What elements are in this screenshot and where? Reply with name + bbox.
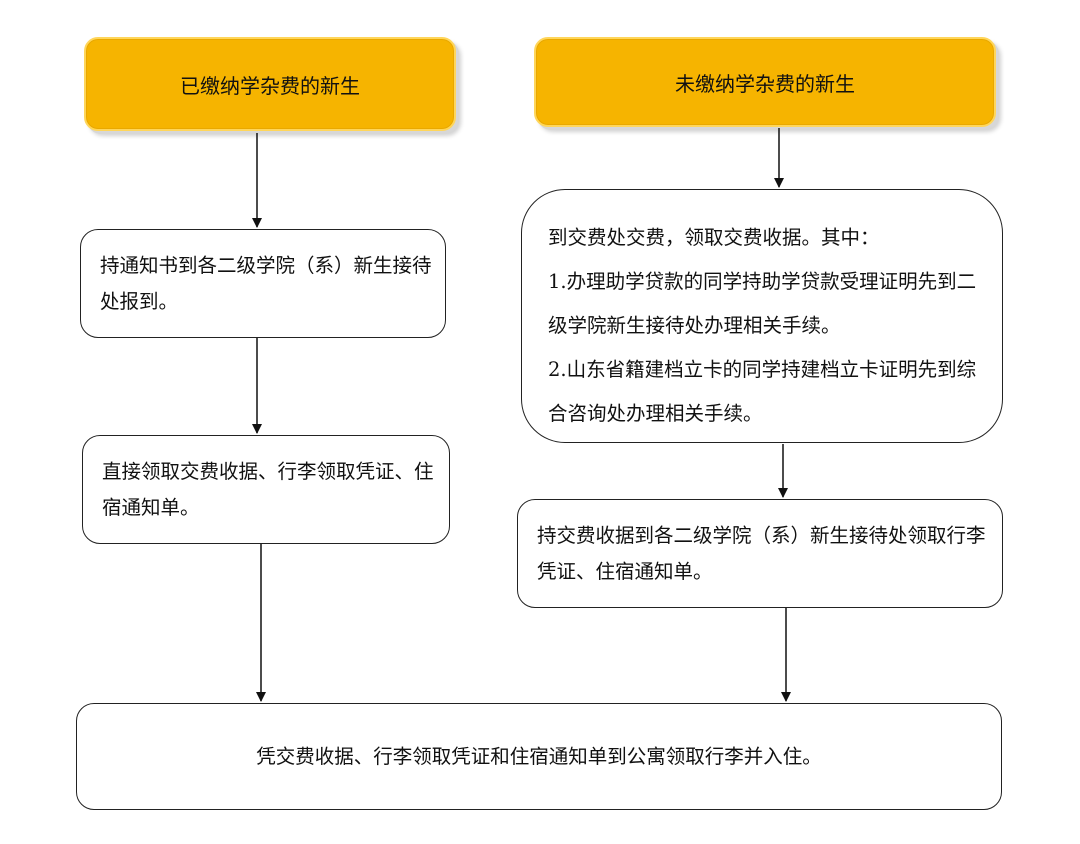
header-paid-label: 已缴纳学杂费的新生	[180, 73, 360, 98]
final-step-box: 凭交费收据、行李领取凭证和住宿通知单到公寓领取行李并入住。	[76, 703, 1002, 810]
left-step-1-text: 持通知书到各二级学院（系）新生接待处报到。	[100, 254, 432, 313]
right-step-1-line-1: 到交费处交费，领取交费收据。其中：	[548, 226, 880, 249]
right-step-1-box: 到交费处交费，领取交费收据。其中： 1.办理助学贷款的同学持助学贷款受理证明先到…	[521, 189, 1003, 443]
right-step-1-line-3: 2.山东省籍建档立卡的同学持建档立卡证明先到综合咨询处办理相关手续。	[548, 358, 977, 425]
right-step-2-text: 持交费收据到各二级学院（系）新生接待处领取行李凭证、住宿通知单。	[537, 524, 986, 583]
final-step-text: 凭交费收据、行李领取凭证和住宿通知单到公寓领取行李并入住。	[256, 744, 822, 768]
right-step-1-line-2: 1.办理助学贷款的同学持助学贷款受理证明先到二级学院新生接待处办理相关手续。	[548, 270, 977, 337]
left-step-2-text: 直接领取交费收据、行李领取凭证、住宿通知单。	[102, 460, 434, 519]
left-step-1-box: 持通知书到各二级学院（系）新生接待处报到。	[80, 229, 446, 338]
header-paid-students: 已缴纳学杂费的新生	[84, 37, 456, 131]
header-unpaid-label: 未缴纳学杂费的新生	[675, 71, 855, 96]
header-unpaid-students: 未缴纳学杂费的新生	[534, 37, 996, 127]
left-step-2-box: 直接领取交费收据、行李领取凭证、住宿通知单。	[82, 435, 450, 544]
right-step-2-box: 持交费收据到各二级学院（系）新生接待处领取行李凭证、住宿通知单。	[517, 499, 1003, 608]
